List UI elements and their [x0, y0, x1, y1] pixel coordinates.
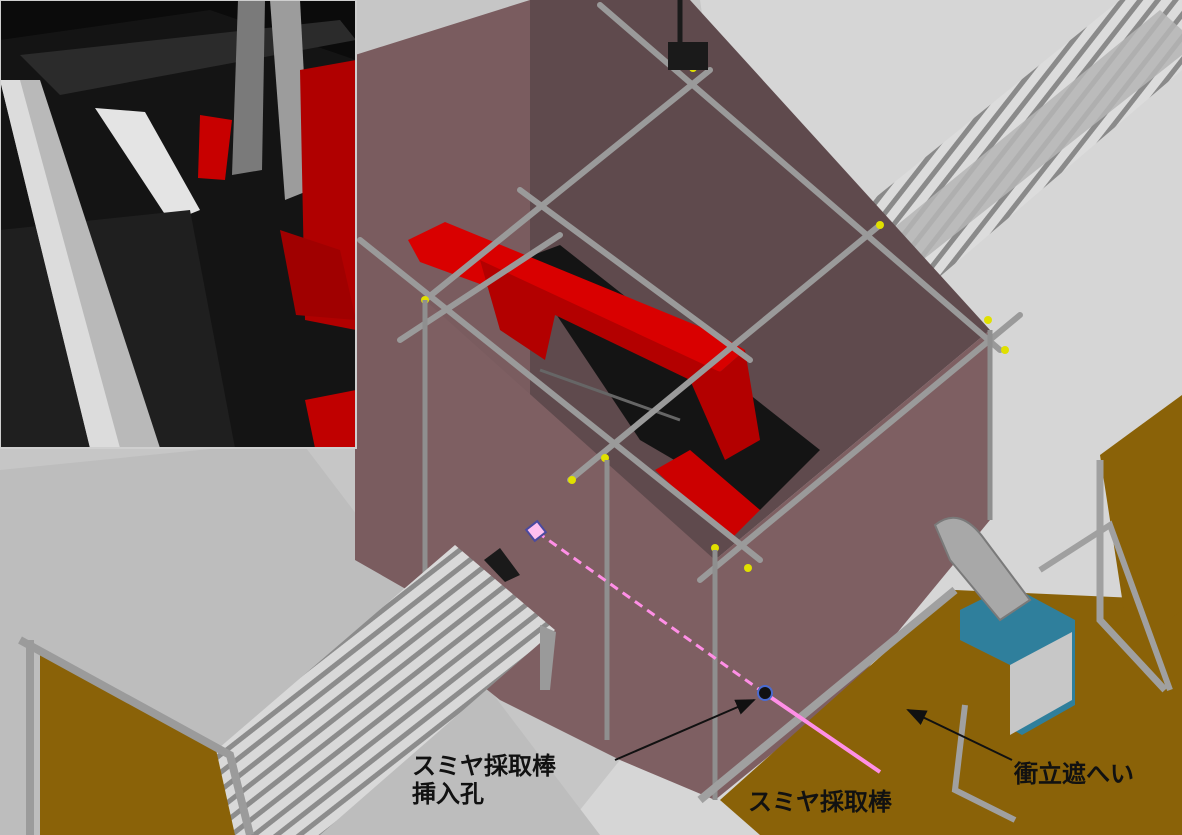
- partition-far-right-panel: [1100, 395, 1182, 650]
- smear-rod-tip: [524, 519, 548, 543]
- dust-collector-stand: [951, 704, 1017, 823]
- smear-rod-path: [536, 530, 761, 692]
- partition-right-frame: [697, 586, 958, 804]
- partition-left-panel: [40, 650, 235, 835]
- partition-support-leg: [1038, 520, 1173, 692]
- machine-arm-side: [480, 260, 760, 460]
- partition-far-right-frame: [1096, 460, 1168, 693]
- machine-block-lower: [655, 450, 760, 540]
- callout-arrow-hole: [614, 699, 756, 761]
- dust-collector-front: [960, 640, 1010, 735]
- machine-arm-top: [408, 222, 745, 372]
- dust-collector-side: [1010, 632, 1072, 735]
- smear-rod: [758, 688, 882, 774]
- partition-screen-label: 衝立遮へい: [1014, 760, 1134, 788]
- insertion-hole-label-line1: スミヤ採取棒: [412, 752, 556, 780]
- conveyor-rail: [540, 625, 556, 690]
- top-device: [668, 42, 708, 70]
- smear-rod-label: スミヤ採取棒: [748, 788, 892, 816]
- dust-collector-duct: [933, 516, 1032, 622]
- insertion-hole: [757, 685, 773, 701]
- enclosure-right-wall: [715, 330, 990, 800]
- insertion-hole-label-line2: 挿入孔: [412, 780, 484, 808]
- insertion-hole-label: スミヤ採取棒 挿入孔: [412, 752, 556, 808]
- partition-left-frame: [18, 636, 254, 835]
- conveyor-shaft: [885, 10, 1182, 270]
- roller-conveyor-lower: [205, 545, 555, 835]
- inset-photo: [0, 0, 357, 449]
- callout-arrow-screen: [906, 709, 1013, 761]
- intake-cover: [484, 548, 520, 582]
